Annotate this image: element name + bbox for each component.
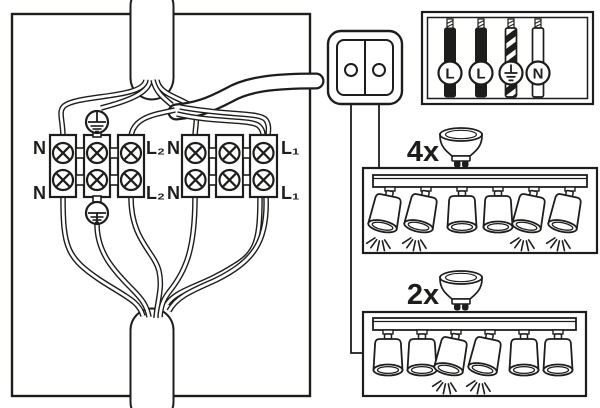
- terminal-bridge: [242, 174, 251, 186]
- light-ray: [563, 239, 571, 250]
- light-ray: [376, 240, 381, 252]
- wall-switch: [326, 29, 404, 354]
- light-ray: [419, 239, 427, 250]
- spotlight-off: [446, 190, 478, 234]
- light-ray: [369, 238, 378, 249]
- screw-terminal: [119, 141, 143, 165]
- cable-cross-section: L L N: [420, 10, 595, 106]
- spotlight-on: [509, 189, 546, 252]
- spotlight-off: [542, 333, 574, 377]
- light-ray: [549, 238, 558, 249]
- screw-terminal: [85, 141, 109, 165]
- terminal-bridge: [75, 147, 85, 159]
- light-ray: [476, 383, 481, 395]
- light-ray: [449, 382, 457, 393]
- light-ray: [431, 380, 442, 388]
- terminal-bridge: [75, 174, 85, 186]
- light-ray: [469, 381, 478, 392]
- terminal-label: L₁: [281, 183, 299, 203]
- spots-4x: [365, 186, 582, 252]
- light-ray: [556, 240, 561, 252]
- fixture-4x-track: [372, 174, 588, 188]
- fixture-2x-track: [372, 317, 577, 331]
- terminal-bridge: [109, 174, 119, 186]
- light-ray: [483, 382, 491, 393]
- terminal-label: L₂: [146, 183, 165, 203]
- light-ray: [435, 381, 444, 392]
- light-ray: [527, 239, 535, 250]
- wire-label-n: N: [533, 66, 544, 83]
- terminal-bridge: [208, 174, 217, 186]
- spotlight-off: [508, 333, 540, 377]
- screw-terminal: [85, 168, 109, 192]
- screw-terminal: [184, 141, 207, 165]
- earth-screw: [84, 195, 110, 226]
- rocker-left-dot: [344, 63, 358, 77]
- light-ray: [513, 238, 522, 249]
- light-ray: [383, 239, 391, 250]
- light-ray: [442, 383, 447, 395]
- spotlight-on: [465, 332, 502, 395]
- earth-screw: [84, 109, 110, 138]
- light-ray: [525, 240, 530, 252]
- terminal-blocks: [48, 109, 279, 226]
- gu10-bulb-icon: [439, 127, 483, 168]
- quantity-label-2x: 2x: [407, 279, 439, 311]
- light-ray: [520, 240, 525, 252]
- light-ray: [381, 240, 386, 252]
- spotlight-on: [401, 189, 438, 252]
- screw-terminal: [252, 141, 275, 165]
- wire-badge-l1: [437, 60, 463, 86]
- light-ray: [481, 383, 486, 395]
- fixture-2x: 2x: [361, 270, 588, 398]
- terminal-bridge: [242, 147, 251, 159]
- wire-label-l: L: [476, 66, 485, 83]
- switch-wire-to-2x: [350, 76, 363, 354]
- screw-terminal: [119, 168, 143, 192]
- spots-2x: [372, 329, 574, 395]
- light-ray: [465, 380, 476, 388]
- screw-terminal: [51, 168, 75, 192]
- light-ray: [447, 383, 452, 395]
- wire-label-l: L: [445, 66, 454, 83]
- screw-terminal: [218, 141, 241, 165]
- light-ray: [545, 237, 556, 245]
- terminal-label: N: [33, 183, 46, 203]
- screw-terminal: [252, 168, 275, 192]
- junction-box: N N L₂ L₂ N N L₁ L₁: [10, 0, 325, 408]
- light-ray: [401, 237, 412, 245]
- wire-badge-n: [525, 60, 551, 86]
- terminal-label: L₁: [281, 138, 299, 158]
- terminal-label: N: [167, 183, 180, 203]
- spotlight-on: [545, 189, 582, 252]
- spotlight-on: [365, 189, 402, 252]
- screw-terminal: [218, 168, 241, 192]
- light-ray: [561, 240, 566, 252]
- screw-terminal: [51, 141, 75, 165]
- screw-terminal: [184, 168, 207, 192]
- light-ray: [365, 237, 376, 245]
- terminal-label: N: [33, 138, 46, 158]
- spotlight-off: [482, 190, 514, 234]
- terminal-label: N: [167, 138, 180, 158]
- light-ray: [509, 237, 520, 245]
- terminal-bridge: [208, 147, 217, 159]
- gu10-bulb-icon: [439, 270, 483, 311]
- quantity-label-4x: 4x: [407, 136, 439, 168]
- fixture-4x: 4x: [361, 127, 599, 255]
- rocker-right-dot: [372, 63, 386, 77]
- light-ray: [417, 240, 422, 252]
- wire-badge-l2: [468, 60, 494, 86]
- terminal-bridge: [109, 147, 119, 159]
- spotlight-off: [372, 333, 404, 377]
- light-ray: [412, 240, 417, 252]
- spotlight-off: [406, 333, 438, 377]
- spotlight-on: [431, 332, 468, 395]
- earth-symbol-icon: [504, 64, 518, 82]
- terminal-label: L₂: [146, 138, 165, 158]
- light-ray: [405, 238, 414, 249]
